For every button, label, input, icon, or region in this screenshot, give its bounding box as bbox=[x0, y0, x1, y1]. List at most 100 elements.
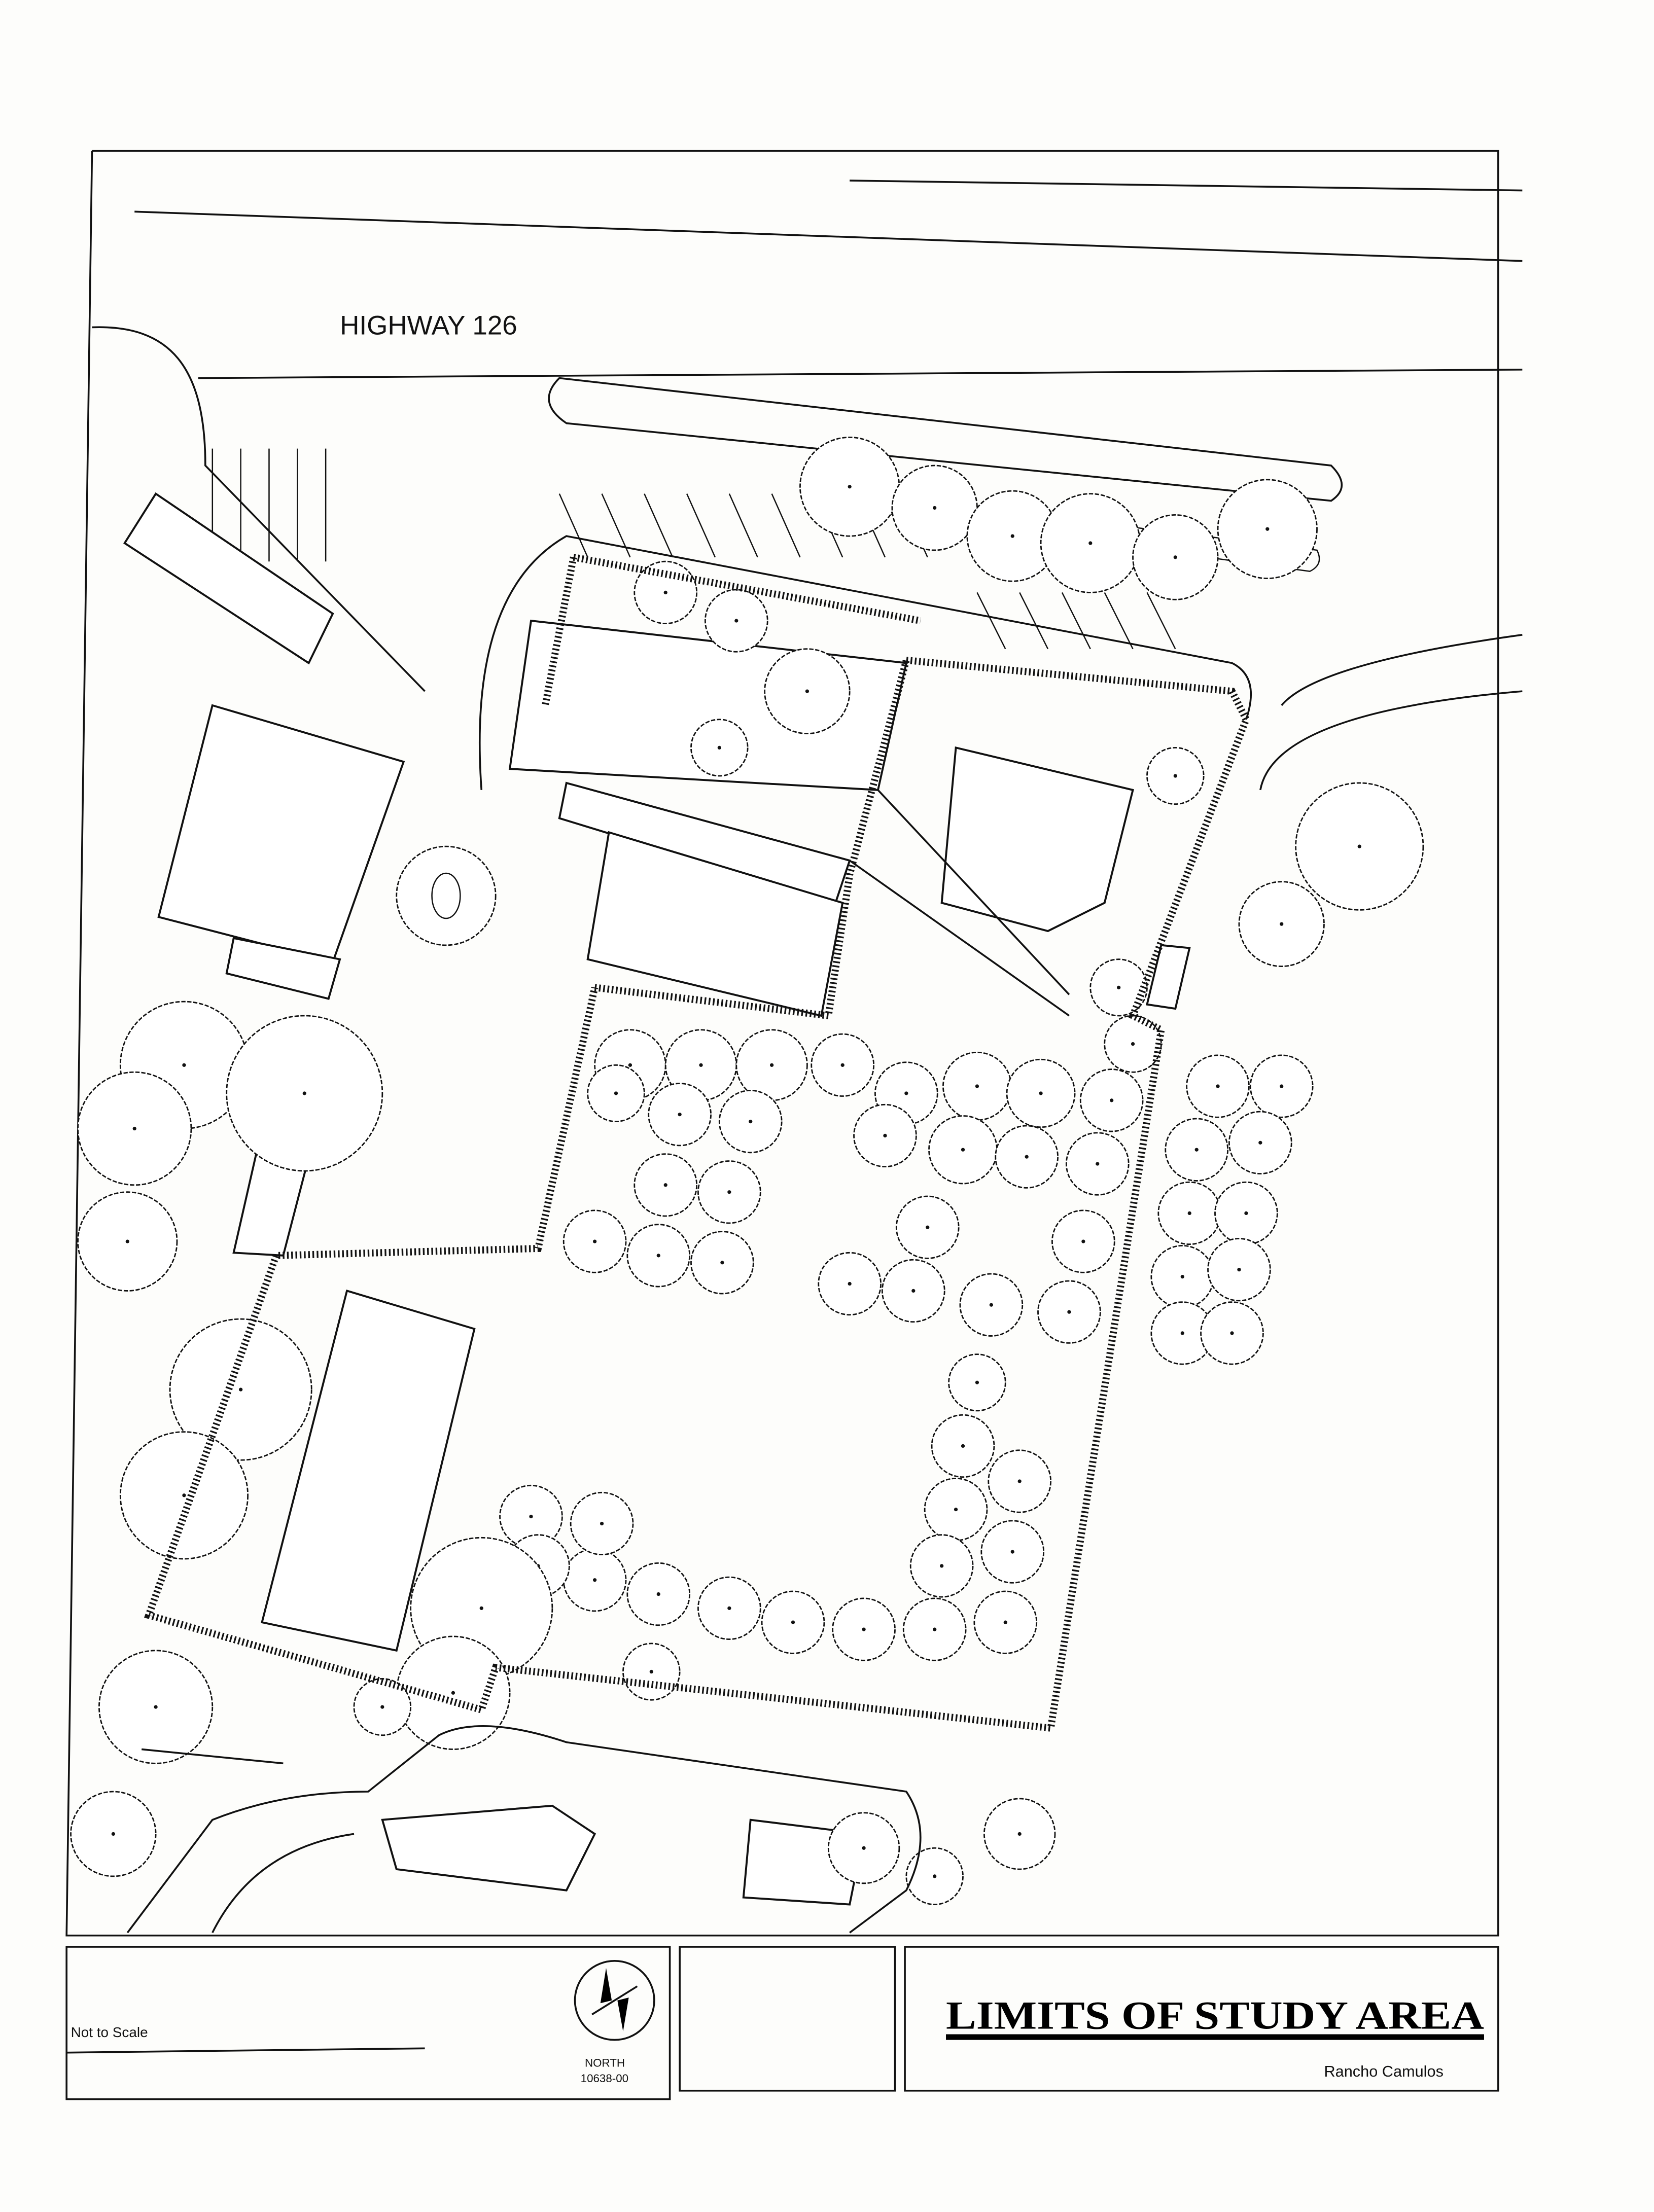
tree-trunk bbox=[1067, 1310, 1071, 1314]
tree-trunk bbox=[749, 1119, 753, 1124]
study-area-boundary bbox=[144, 554, 1250, 1732]
parking-stripes bbox=[212, 448, 1176, 650]
parking-stripe bbox=[644, 493, 674, 558]
tree-trunk bbox=[1280, 922, 1284, 926]
title-block bbox=[65, 1946, 1499, 2100]
tree-trunk bbox=[649, 1669, 653, 1674]
site-name: Rancho Camulos bbox=[1324, 2063, 1443, 2080]
tree-trunk bbox=[111, 1832, 115, 1836]
tree-trunk bbox=[1025, 1155, 1029, 1159]
tree-trunk bbox=[769, 1063, 774, 1067]
drawing-title: LIMITS OF STUDY AREA bbox=[946, 1993, 1484, 2037]
tree-trunk bbox=[933, 506, 937, 510]
lower-road bbox=[126, 1725, 922, 1934]
parking-stripe bbox=[1061, 592, 1091, 650]
tree-trunk bbox=[883, 1133, 887, 1138]
tree-trunk bbox=[933, 1627, 937, 1631]
tree-trunk bbox=[656, 1592, 660, 1596]
tree-trunk bbox=[1017, 1479, 1022, 1483]
tree-trunk bbox=[663, 590, 667, 595]
tree-trunk bbox=[933, 1874, 937, 1878]
tree-trunk bbox=[926, 1225, 930, 1229]
tree-trunk bbox=[989, 1303, 993, 1307]
tree-trunk bbox=[479, 1606, 483, 1610]
tree-trunk bbox=[154, 1705, 158, 1709]
tree-trunk bbox=[975, 1380, 979, 1384]
tree-trunk bbox=[302, 1091, 306, 1095]
tree-trunk bbox=[592, 1578, 597, 1582]
tree-trunk bbox=[1039, 1091, 1043, 1095]
north-arrow-icon bbox=[574, 1960, 655, 2041]
tree-trunk bbox=[720, 1261, 724, 1265]
fountain bbox=[396, 845, 497, 946]
tree-trunk bbox=[727, 1190, 731, 1194]
tree-trunk bbox=[1096, 1162, 1100, 1166]
tree-trunk bbox=[975, 1084, 979, 1088]
tree-trunk bbox=[182, 1493, 186, 1497]
parking-stripe bbox=[601, 493, 631, 558]
tree-trunk bbox=[840, 1063, 844, 1067]
tree-trunk bbox=[1180, 1331, 1184, 1335]
tree-trunk bbox=[239, 1387, 243, 1392]
tree-trunk bbox=[125, 1239, 129, 1243]
tree-trunk bbox=[734, 619, 738, 623]
scale-note: Not to Scale bbox=[71, 2024, 148, 2040]
tree-trunk bbox=[848, 1281, 852, 1286]
tree-trunk bbox=[1110, 1098, 1114, 1102]
tree-trunk bbox=[592, 1239, 597, 1243]
tree-trunk bbox=[380, 1705, 384, 1709]
tree-trunk bbox=[862, 1627, 866, 1631]
tree-trunk bbox=[1180, 1274, 1184, 1279]
tree-trunk bbox=[1017, 1832, 1022, 1836]
tree-trunk bbox=[904, 1091, 908, 1095]
highway-126 bbox=[92, 180, 1523, 791]
tree-trunk bbox=[717, 745, 721, 750]
tree-trunk bbox=[1081, 1239, 1085, 1243]
tree-trunk bbox=[727, 1606, 731, 1610]
tree-trunk bbox=[1010, 1550, 1014, 1554]
tree-trunk bbox=[1003, 1620, 1007, 1624]
tree-trunk bbox=[862, 1846, 866, 1850]
tree-trunk bbox=[1230, 1331, 1234, 1335]
tree-trunk bbox=[1173, 555, 1177, 559]
parking-stripe bbox=[1104, 592, 1134, 650]
tree-trunk bbox=[132, 1126, 136, 1131]
tree-trunk bbox=[1187, 1211, 1191, 1216]
tree-trunk bbox=[451, 1691, 455, 1695]
parking-stripe bbox=[558, 493, 588, 558]
tree-trunk bbox=[911, 1289, 916, 1293]
tree-trunk bbox=[954, 1508, 958, 1512]
map-frame bbox=[65, 150, 1499, 1937]
tree-trunk bbox=[961, 1148, 965, 1152]
tree-trunk bbox=[529, 1514, 533, 1519]
tree-trunk bbox=[1194, 1148, 1199, 1152]
highway-label: HIGHWAY 126 bbox=[340, 310, 517, 340]
tree-trunk bbox=[1173, 774, 1177, 778]
tree-trunk bbox=[1131, 1042, 1135, 1046]
tree-trunk bbox=[600, 1521, 604, 1526]
tree-trunk bbox=[1258, 1140, 1262, 1145]
parking-stripe bbox=[771, 493, 801, 558]
tree-trunk bbox=[663, 1183, 667, 1187]
tree-trunk bbox=[1117, 985, 1121, 989]
tree-trunk bbox=[1265, 527, 1270, 531]
tree-trunk bbox=[848, 485, 852, 489]
tree-trunk bbox=[182, 1063, 186, 1067]
parking-stripe bbox=[686, 493, 716, 558]
tree-trunk bbox=[940, 1564, 944, 1568]
tree-trunk bbox=[628, 1063, 632, 1067]
tree-trunk bbox=[791, 1620, 795, 1624]
tree-trunk bbox=[1237, 1268, 1241, 1272]
project-number: 10638-00 bbox=[581, 2072, 628, 2085]
tree-trunk bbox=[961, 1444, 965, 1448]
parking-stripe bbox=[1019, 592, 1049, 650]
tree-trunk bbox=[1088, 541, 1093, 545]
tree-trunk bbox=[614, 1091, 618, 1095]
north-label: NORTH bbox=[585, 2057, 625, 2070]
tree-trunk bbox=[699, 1063, 703, 1067]
tree-trunk bbox=[1280, 1084, 1284, 1088]
parking-stripe bbox=[1146, 592, 1176, 650]
trees bbox=[70, 436, 1424, 1905]
tree-trunk bbox=[805, 689, 810, 693]
